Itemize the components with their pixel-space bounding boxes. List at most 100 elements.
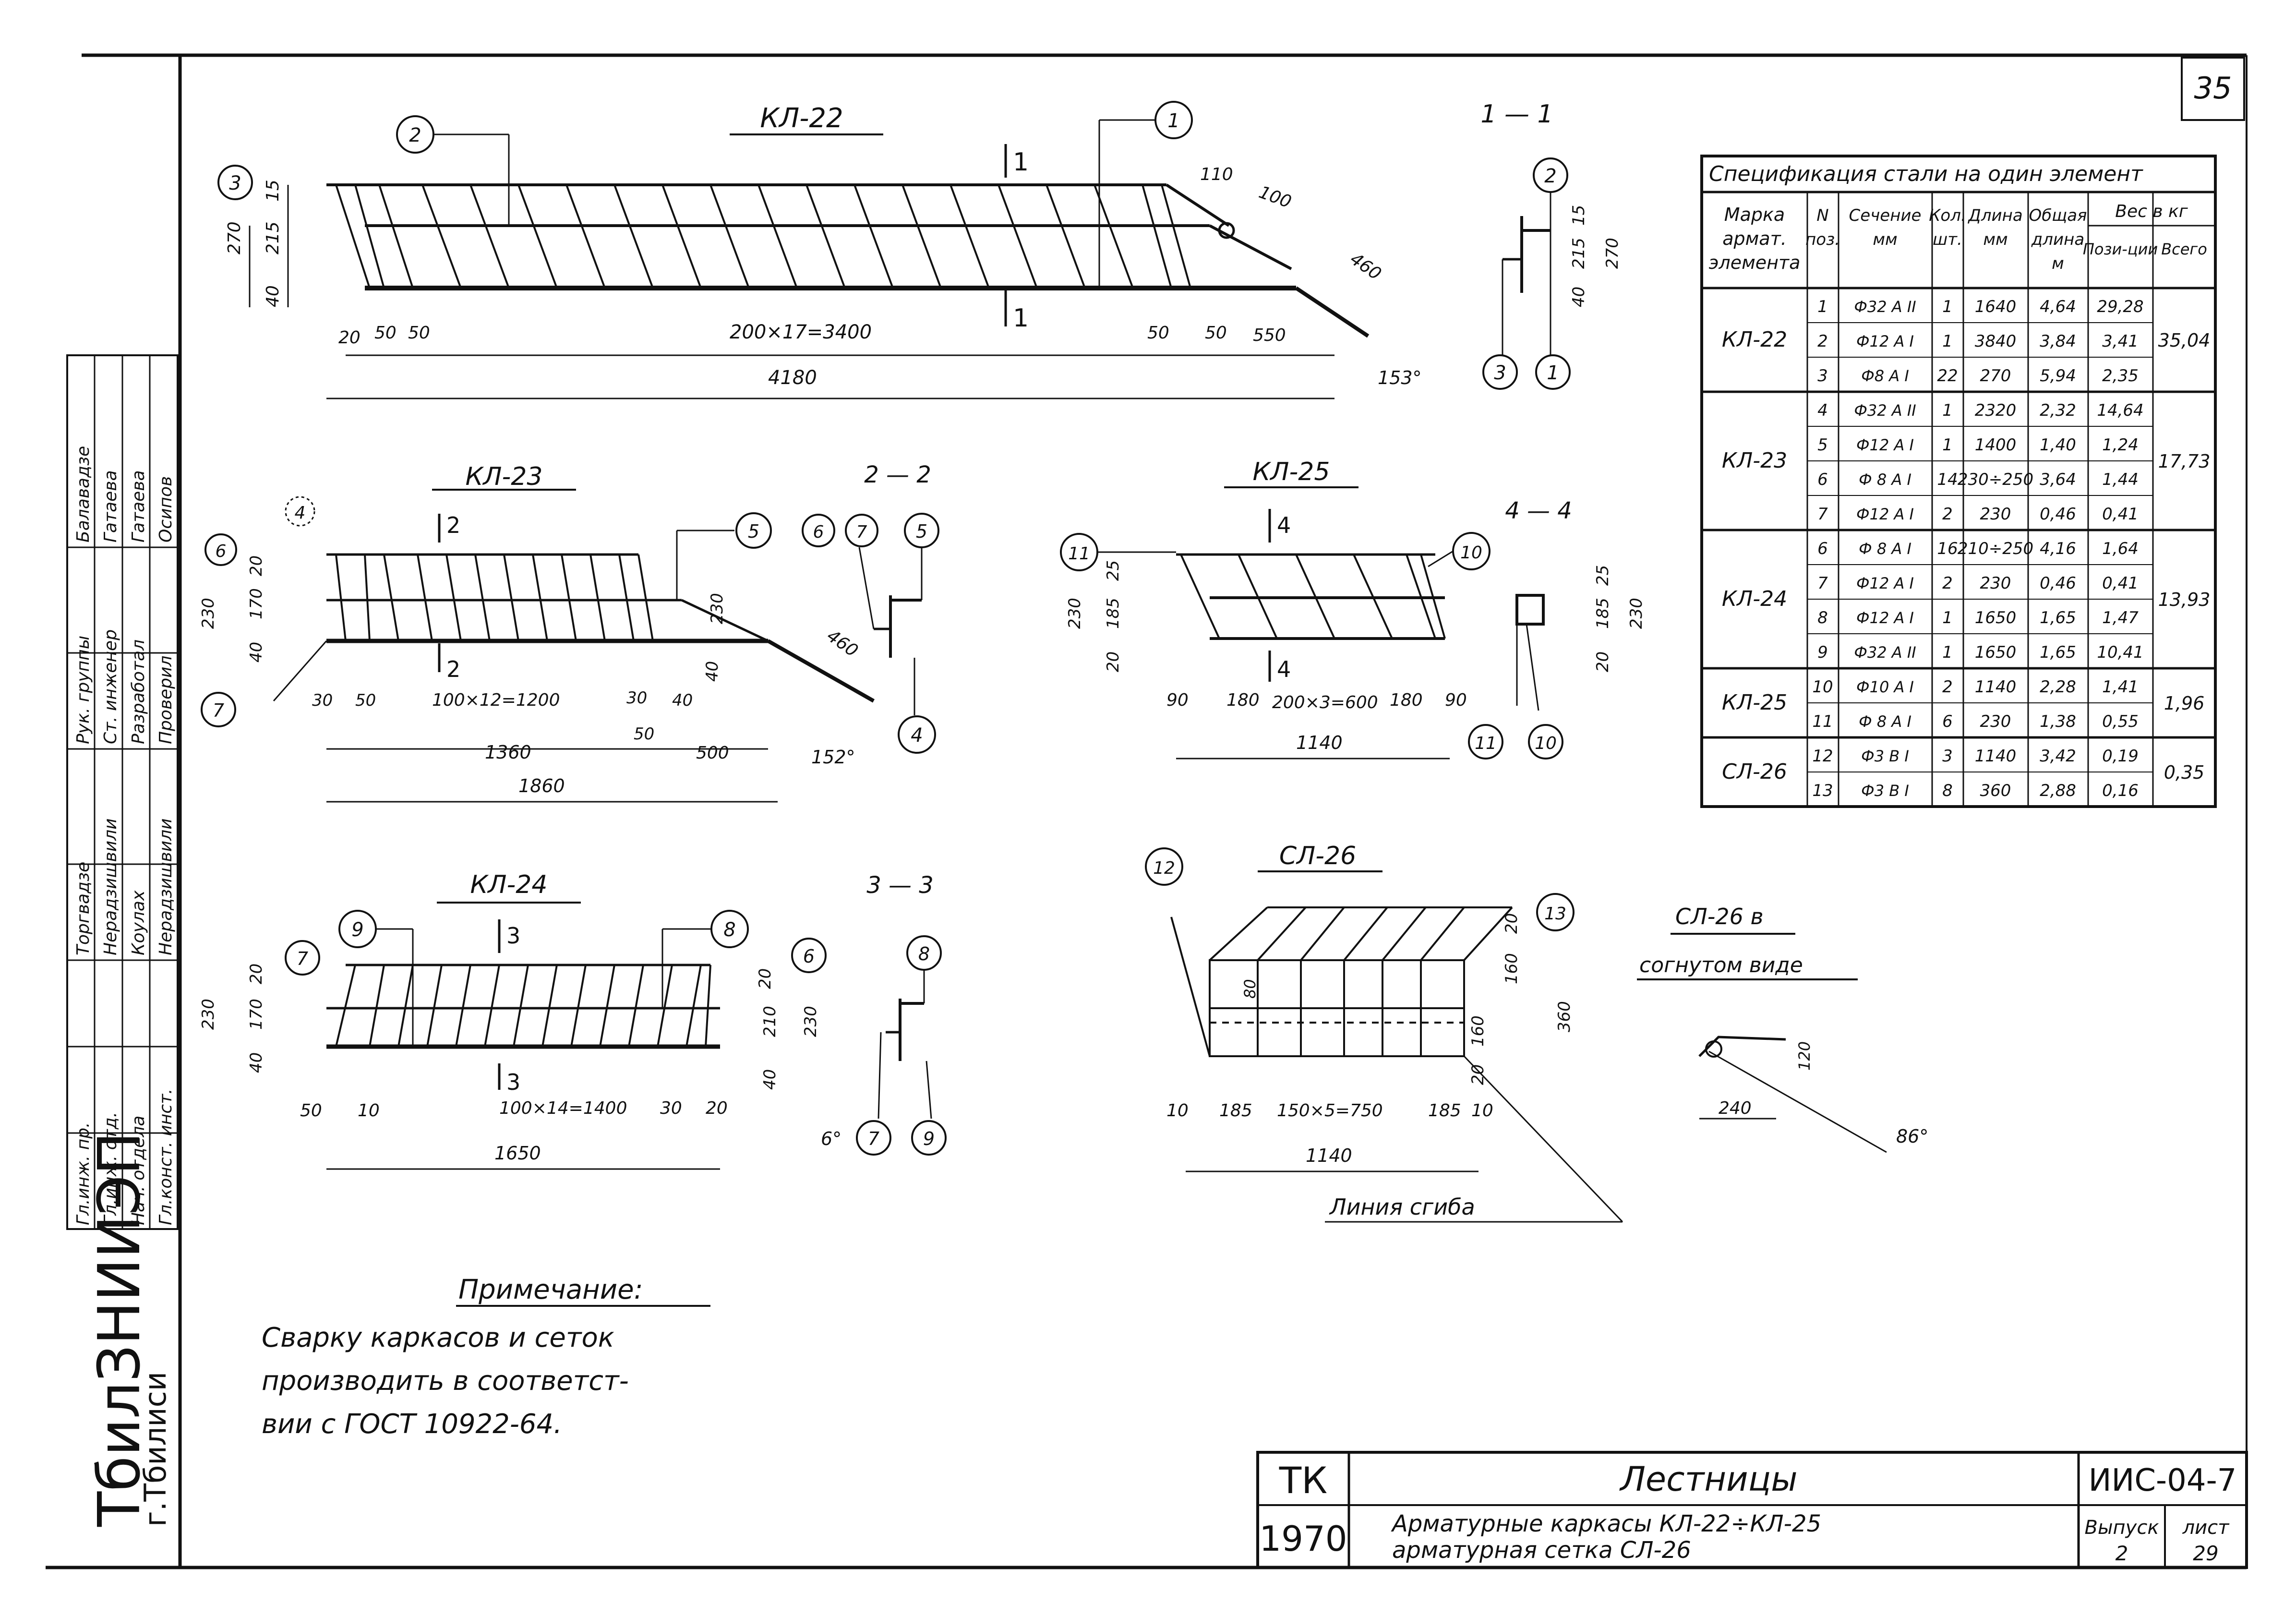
tb-vyp: 2 <box>2116 1542 2128 1565</box>
tb-list: 29 <box>2193 1542 2218 1565</box>
spec-cell: 2 <box>1942 677 1953 697</box>
spec-header: поз. <box>1805 230 1840 249</box>
svg-text:7: 7 <box>856 522 867 542</box>
sec44-title: 4 — 4 <box>1505 497 1572 524</box>
spec-cell: 10 <box>1812 677 1833 697</box>
stamp-role-1: Гл.инж. пр. <box>73 1122 93 1225</box>
spec-cell: 0,55 <box>2102 712 2139 731</box>
svg-text:7: 7 <box>297 948 308 969</box>
sl26-dim-20: 20 <box>1502 913 1521 934</box>
spec-header-weight: Вес в кг <box>2115 202 2188 221</box>
kl23-title: КЛ-23 <box>466 462 543 491</box>
kl25-dim-span: 200×3=600 <box>1272 693 1378 712</box>
spec-cell: 4,16 <box>2040 539 2076 558</box>
spec-cell: 2,32 <box>2040 401 2076 420</box>
spec-cell: Ф12 А I <box>1856 609 1914 627</box>
kl25-dim-90: 90 <box>1166 690 1189 710</box>
organization-label: ТбилЗНИИЭП г.Тбилиси <box>86 1132 173 1527</box>
drawing-kl23: КЛ-23 2 2 230 170 20 40 30 50 100×12=120… <box>199 462 875 803</box>
drawing-sl26-bent: СЛ-26 в согнутом виде 240 120 86° <box>1637 904 1928 1153</box>
spec-cell: 2 <box>1817 332 1828 351</box>
spec-cell: Ф 8 А I <box>1859 470 1911 489</box>
svg-text:2: 2 <box>1544 165 1556 187</box>
kl24-dim-40b: 40 <box>760 1069 780 1090</box>
kl22-dim-550: 550 <box>1253 326 1286 345</box>
spec-total: 0,35 <box>2164 762 2205 783</box>
svg-text:6: 6 <box>216 542 227 561</box>
kl23-dim-1360: 1360 <box>485 742 531 763</box>
kl24-dim-230b: 230 <box>801 1006 820 1037</box>
kl23-dim-170: 170 <box>247 588 266 619</box>
kl22-dim-50a: 50 <box>374 323 397 343</box>
drawing-kl25: КЛ-25 4 4 230 185 25 20 90 180 200×3=600… <box>1060 458 1491 760</box>
spec-cell: 2,28 <box>2040 677 2076 697</box>
spec-title: Спецификация стали на один элемент <box>1709 162 2143 186</box>
spec-cell: 3,84 <box>2040 332 2076 351</box>
svg-text:2: 2 <box>409 124 421 146</box>
spec-cell: 0,41 <box>2102 574 2139 593</box>
stamp-name2-3: Гатаева <box>129 470 148 543</box>
kl22-dim-215: 215 <box>263 221 283 254</box>
spec-cell: 6 <box>1942 712 1953 731</box>
sl26b-subtitle: согнутом виде <box>1639 953 1803 977</box>
spec-cell: 1400 <box>1975 435 2017 455</box>
sl26b-dim-120: 120 <box>1795 1041 1814 1071</box>
spec-mark: КЛ-23 <box>1722 448 1787 473</box>
steel-spec-table: Спецификация стали на один элементМаркаа… <box>1700 155 2217 808</box>
svg-text:11: 11 <box>1068 544 1090 564</box>
spec-cell: 3 <box>1817 366 1828 386</box>
kl23-dim-40b: 40 <box>672 691 693 710</box>
spec-cell: Ф32 А II <box>1854 401 1916 420</box>
spec-cell: Ф10 А I <box>1856 678 1914 696</box>
spec-cell: 1,38 <box>2040 712 2076 731</box>
kl25-dim-185: 185 <box>1104 598 1123 629</box>
spec-cell: 1 <box>1942 297 1953 316</box>
spec-cell: 5 <box>1817 435 1828 455</box>
spec-cell: 0,46 <box>2040 505 2076 524</box>
kl23-dim-30: 30 <box>312 691 333 710</box>
stamp-name2-4: Осипов <box>156 476 176 543</box>
spec-cell: 1,44 <box>2102 470 2139 489</box>
kl23-dim-500: 500 <box>696 743 729 763</box>
spec-cell: 4 <box>1817 401 1828 420</box>
kl25-title: КЛ-25 <box>1253 458 1330 486</box>
spec-cell: 2,88 <box>2040 781 2076 800</box>
sl26-bend-line-label: Линия сгиба <box>1329 1194 1475 1220</box>
sec11-dim-15: 15 <box>1569 205 1588 226</box>
svg-text:10: 10 <box>1535 734 1557 753</box>
kl24-dim-10: 10 <box>358 1101 380 1121</box>
stamp-name2-2: Гатаева <box>101 470 120 543</box>
kl24-dim-20: 20 <box>247 964 266 984</box>
spec-header: мм <box>1873 230 1897 249</box>
spec-cell: 1 <box>1817 297 1828 316</box>
svg-text:3: 3 <box>1494 362 1506 384</box>
spec-cell: 29,28 <box>2097 297 2143 316</box>
spec-cell: 1,65 <box>2040 643 2076 662</box>
spec-cell: 2 <box>1942 505 1953 524</box>
stamp-role2-4: Проверил <box>156 655 176 744</box>
tb-vyp-label: Выпуск <box>2085 1517 2159 1539</box>
sl26-dim-10b: 10 <box>1471 1101 1493 1121</box>
spec-cell: 1640 <box>1975 297 2017 316</box>
spec-total: 17,73 <box>2158 451 2211 472</box>
stamp-role2-1: Рук. группы <box>73 636 93 744</box>
kl22-dim-angle: 153° <box>1378 367 1422 388</box>
kl23-dim-20: 20 <box>247 555 266 576</box>
sec44-dim-185: 185 <box>1593 598 1612 629</box>
spec-cell: 10,41 <box>2097 643 2143 662</box>
kl25-dim-90b: 90 <box>1445 690 1467 710</box>
spec-cell: Ф3 В I <box>1861 782 1909 800</box>
kl24-dim-20b: 20 <box>706 1098 728 1118</box>
spec-cell: 5,94 <box>2040 366 2076 386</box>
kl24-section-top: 3 <box>506 923 520 949</box>
kl22-section-bottom: 1 <box>1013 304 1029 333</box>
spec-cell: Ф3 В I <box>1861 747 1909 765</box>
approval-stamp: Гл.инж. пр. Гл.инж. отд. Нач. отдела Гл.… <box>66 354 179 1230</box>
spec-mark: КЛ-24 <box>1722 587 1787 611</box>
svg-text:13: 13 <box>1544 904 1566 924</box>
spec-cell: 230 <box>1980 574 2011 593</box>
tb-list-label: лист <box>2182 1517 2230 1539</box>
svg-text:4: 4 <box>295 503 306 523</box>
sl26-dim-185b: 185 <box>1428 1101 1461 1121</box>
spec-mark: КЛ-22 <box>1722 327 1787 352</box>
